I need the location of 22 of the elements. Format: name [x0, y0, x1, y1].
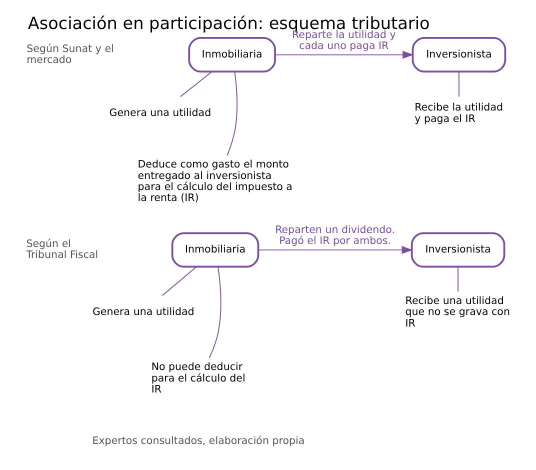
connector: [458, 71, 459, 98]
node-text: Recibe la utilidad y paga el IR: [414, 102, 503, 125]
connector: [226, 71, 237, 156]
connector: [208, 266, 221, 358]
node-text: Genera una utilidad: [108, 107, 211, 120]
label: Expertos consultados, elaboración propia: [92, 434, 304, 447]
node-box: Inversionista: [410, 232, 505, 268]
node-text: Genera una utilidad: [92, 306, 194, 318]
node-text: No puede deducir para el cálculo del IR: [150, 361, 245, 396]
node-box: Inmobiliaria: [170, 232, 259, 268]
node-box: Inversionista: [411, 37, 506, 73]
edge-label: Reparten un dividendo. Pagó el IR por ambos.: [274, 224, 394, 248]
connector: [161, 266, 196, 296]
label: Según Sunat y el mercado: [26, 42, 114, 66]
arrow: [274, 50, 414, 59]
node-text: Recibe una utilidad que no se grava con IR: [404, 294, 510, 330]
connector: [179, 71, 212, 98]
node-text: Deduce como gasto el monto entregado al inversionista para el cálculo del impuesto a la renta (IR): [137, 158, 292, 204]
label: Según el Tribunal Fiscal: [26, 238, 98, 262]
arrow: [257, 246, 413, 254]
node-box: Inmobiliaria: [188, 37, 276, 73]
connector: [457, 266, 458, 292]
